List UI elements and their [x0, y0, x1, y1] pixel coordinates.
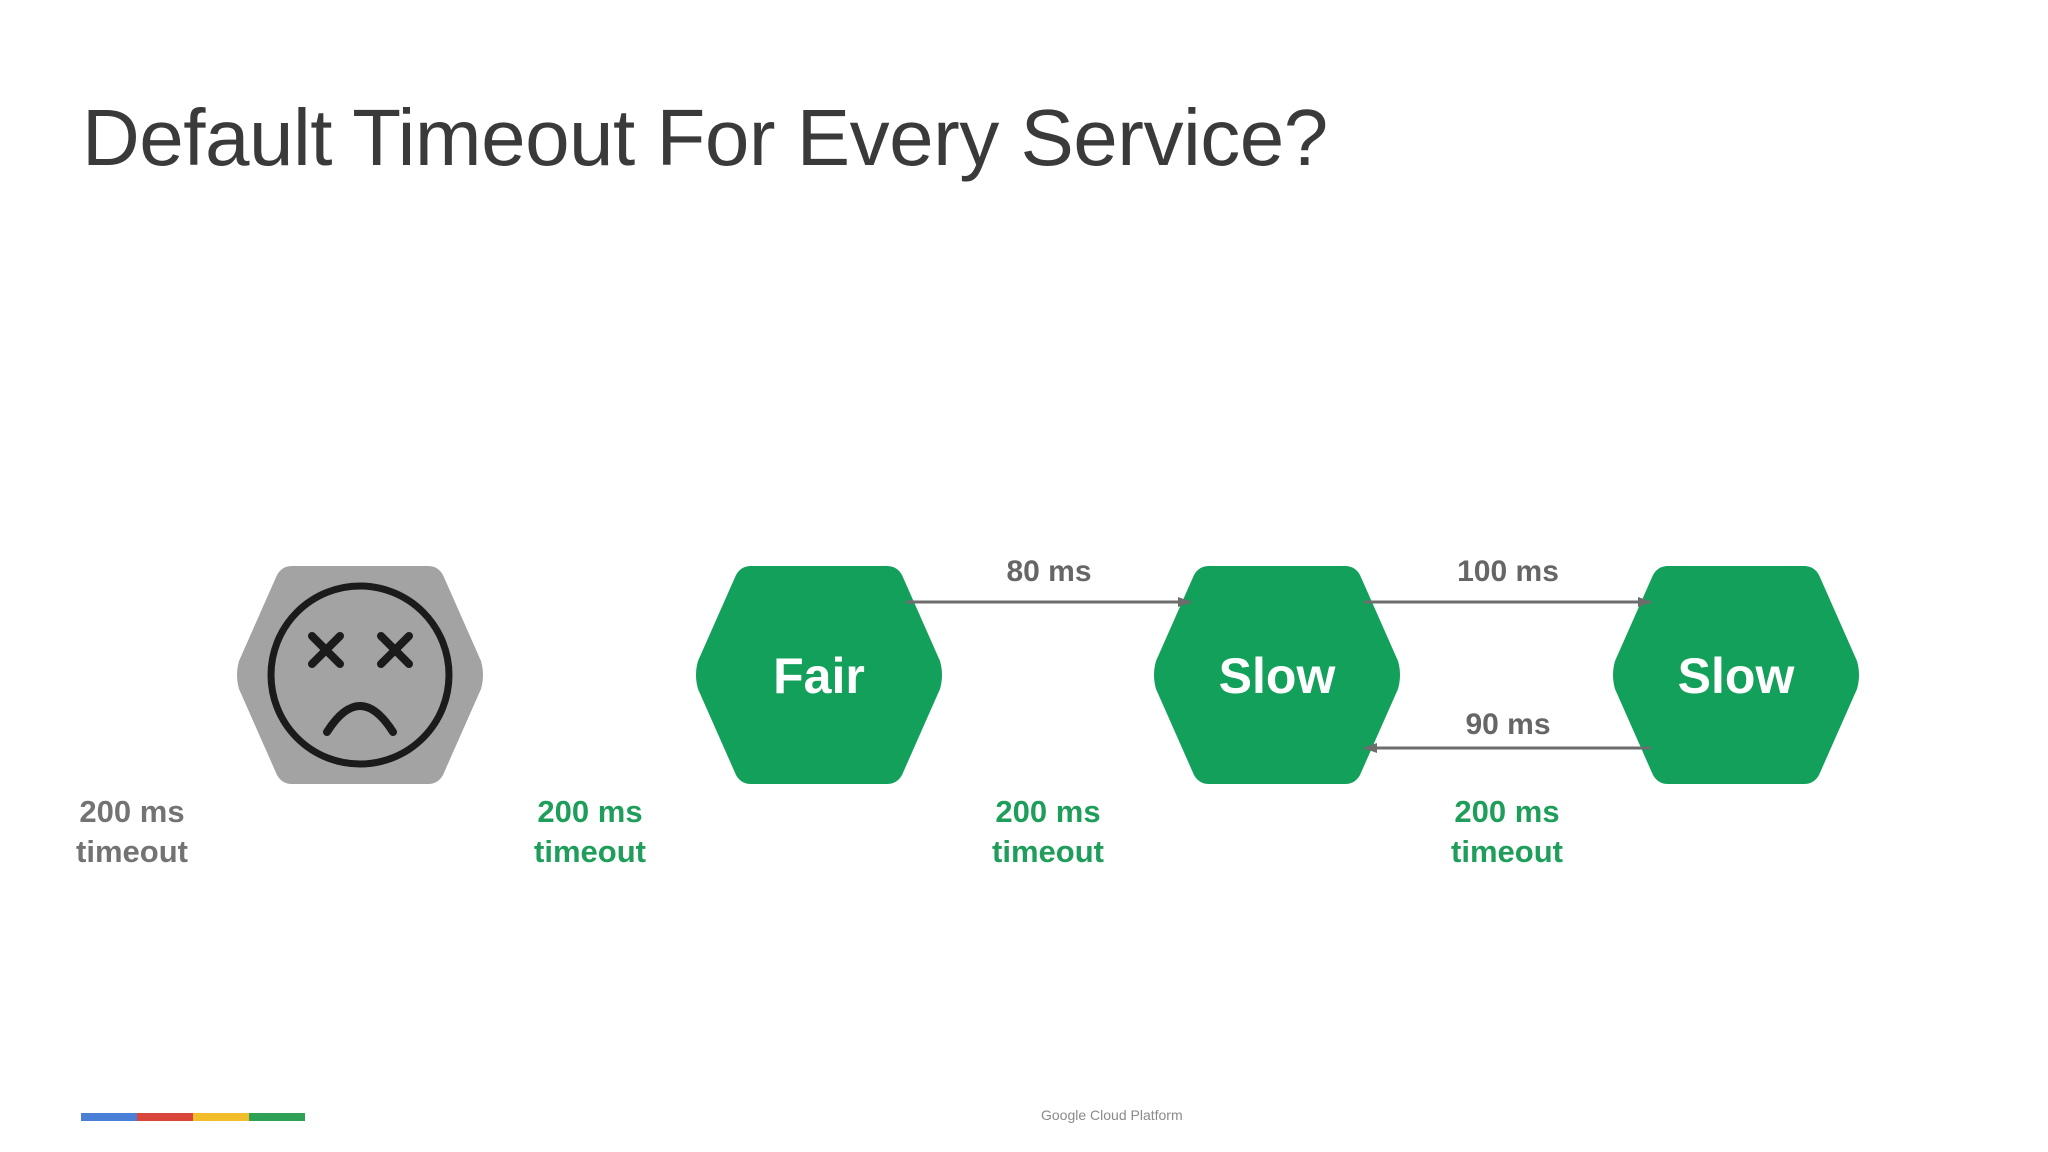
- slow-service-hexagon-right: [1613, 566, 1859, 784]
- fair-service-hexagon: [696, 566, 942, 784]
- timeout-word: timeout: [76, 834, 188, 869]
- timeout-value: 200 ms: [995, 794, 1101, 829]
- arrow-label-100ms: 100 ms: [1457, 555, 1559, 588]
- arrow-label-90ms: 90 ms: [1465, 708, 1550, 741]
- timeout-label-client: 200 ms timeout: [32, 792, 232, 872]
- slow-service-node-middle: Slow: [1154, 566, 1400, 784]
- timeout-word: timeout: [992, 834, 1104, 869]
- brand-color-bar: [81, 1113, 305, 1121]
- brand-bar-green: [249, 1113, 305, 1121]
- slow-service-hexagon-middle: [1154, 566, 1400, 784]
- fair-service-label: Fair: [773, 648, 865, 704]
- timeout-label-slow-middle: 200 ms timeout: [948, 792, 1148, 872]
- fair-service-node: Fair: [696, 566, 942, 784]
- failed-client-node: [237, 566, 483, 784]
- timeout-value: 200 ms: [537, 794, 643, 829]
- timeout-word: timeout: [534, 834, 646, 869]
- arrow-label-80ms: 80 ms: [1006, 555, 1091, 588]
- timeout-word: timeout: [1451, 834, 1563, 869]
- slow-service-label-middle: Slow: [1219, 648, 1336, 704]
- footer-brand-text: Google Cloud Platform: [1041, 1107, 1183, 1123]
- brand-bar-blue: [81, 1113, 137, 1121]
- dead-face-icon: [267, 582, 453, 768]
- timeout-value: 200 ms: [79, 794, 185, 829]
- brand-bar-yellow: [193, 1113, 249, 1121]
- slow-service-label-right: Slow: [1678, 648, 1795, 704]
- brand-bar-red: [137, 1113, 193, 1121]
- timeout-label-fair: 200 ms timeout: [490, 792, 690, 872]
- failed-client-hexagon: [237, 566, 483, 784]
- slide-title: Default Timeout For Every Service?: [82, 93, 1328, 182]
- timeout-label-slow-right: 200 ms timeout: [1407, 792, 1607, 872]
- timeout-value: 200 ms: [1454, 794, 1560, 829]
- slow-service-node-right: Slow: [1613, 566, 1859, 784]
